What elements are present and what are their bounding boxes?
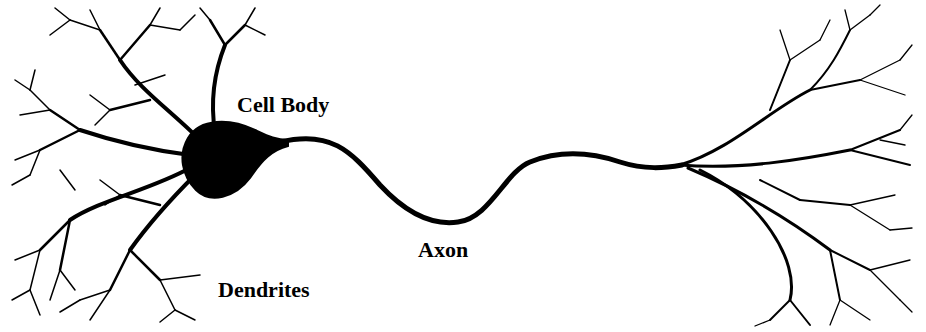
part-label: Axon: [416, 238, 470, 262]
part-label: Dendrites: [216, 278, 312, 302]
part-label: Cell Body: [235, 93, 331, 117]
